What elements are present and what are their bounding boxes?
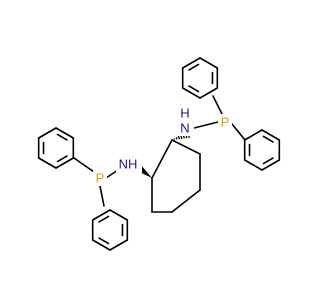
phenyl-ring-right-lower xyxy=(243,129,281,171)
h-right-label-bg xyxy=(177,106,193,120)
aromatic-inner-bond xyxy=(98,237,110,245)
h-right-label: H xyxy=(180,106,189,121)
phenyl-ring-right-upper xyxy=(181,57,219,99)
p-phenyl-bond xyxy=(231,123,246,141)
aromatic-inner-bond xyxy=(56,133,68,141)
ring-bond xyxy=(55,127,75,139)
phenyl-ring-left-lower xyxy=(91,209,129,251)
ring-bond xyxy=(181,87,201,99)
cyclohexane-bond xyxy=(171,139,201,155)
ring-bond xyxy=(199,87,219,99)
ring-bond xyxy=(261,159,281,171)
p-right-label: P xyxy=(221,115,230,130)
ring-bond xyxy=(181,57,201,69)
ring-bond xyxy=(37,157,57,169)
cyclohexane-bond xyxy=(171,189,201,213)
aromatic-inner-bond xyxy=(56,155,68,163)
n-right-label-bg xyxy=(176,120,194,136)
ring-bond xyxy=(109,239,129,251)
hash-line xyxy=(177,135,181,140)
ring-bond xyxy=(199,57,219,69)
n-p-bond-right xyxy=(193,121,219,129)
p-left-label-bg xyxy=(93,170,107,186)
hash-line xyxy=(175,136,178,140)
phenyl-ring-left-upper xyxy=(37,127,75,169)
ring-bond xyxy=(91,239,111,251)
ring-bond xyxy=(55,157,75,169)
structure-canvas: NH N H P P xyxy=(37,57,281,251)
ring-bond xyxy=(261,129,281,141)
p-phenyl-bond xyxy=(99,185,105,207)
aromatic-inner-bond xyxy=(188,85,200,93)
ring-bond xyxy=(37,127,57,139)
aromatic-inner-bond xyxy=(262,135,274,143)
aromatic-inner-bond xyxy=(262,157,274,165)
p-phenyl-bond xyxy=(212,95,223,115)
atom-label-layer: NH N H P P xyxy=(93,106,232,186)
p-left-label: P xyxy=(96,171,105,186)
cyclohexane-bond xyxy=(151,139,173,179)
p-right-label-bg xyxy=(218,114,232,130)
nh-left-label: NH xyxy=(119,157,138,172)
bond-layer xyxy=(37,57,281,251)
nh-left-label-bg xyxy=(116,155,142,173)
ring-bond xyxy=(109,209,129,221)
molecule-diagram: NH N H P P xyxy=(37,57,281,251)
n-right-label: N xyxy=(180,121,189,136)
ring-bond xyxy=(243,129,263,141)
p-phenyl-bond xyxy=(73,157,95,173)
ring-bond xyxy=(91,209,111,221)
aromatic-inner-bond xyxy=(98,215,110,223)
ring-bond xyxy=(243,159,263,171)
aromatic-inner-bond xyxy=(188,63,200,71)
